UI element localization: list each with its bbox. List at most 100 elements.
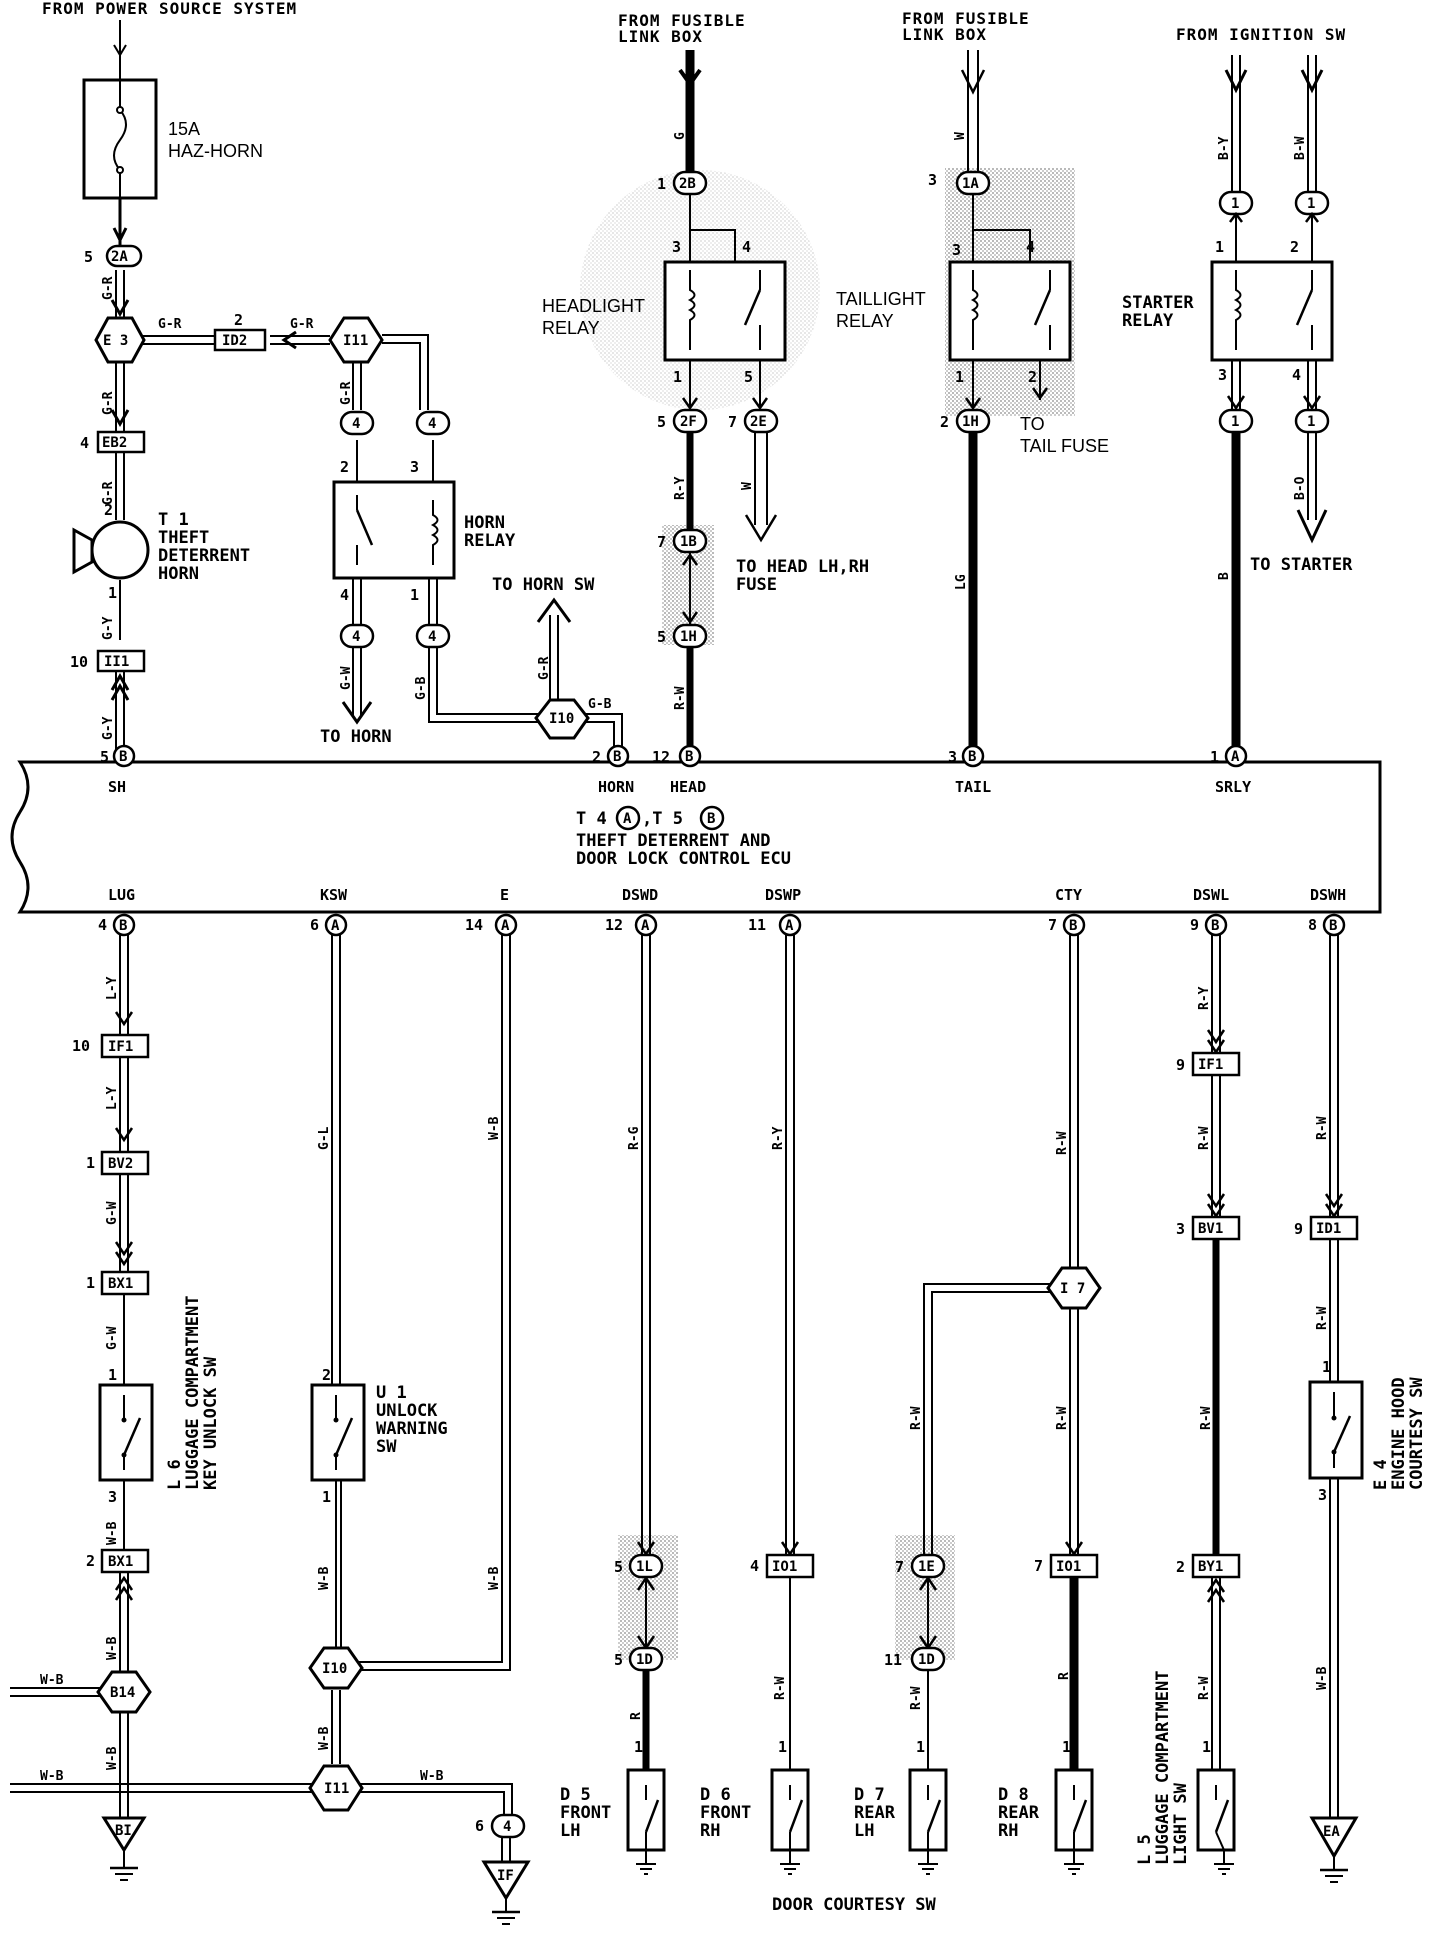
connector-1d-rear [910,1646,946,1672]
ground-if [481,1860,531,1901]
junction-i10-top [534,698,590,740]
svg-text:R-W: R-W [909,1686,924,1710]
svg-text:G-R: G-R [101,481,116,505]
svg-text:3: 3 [108,1488,117,1506]
svg-text:W-B: W-B [105,1746,120,1770]
svg-text:1A: 1A [962,176,979,192]
svg-text:2B: 2B [679,176,696,192]
ecu-name-1: THEFT DETERRENT AND [576,831,770,851]
svg-text:W-B: W-B [487,1566,502,1590]
svg-text:G: G [673,132,688,140]
svg-text:R-W: R-W [673,686,688,710]
horn-icon [72,527,94,575]
svg-text:1: 1 [86,1274,95,1292]
connector-bv1 [1191,1215,1241,1241]
svg-text:B: B [1217,572,1232,580]
svg-text:W-B: W-B [105,1521,120,1545]
svg-text:1: 1 [1062,1738,1071,1756]
svg-text:II1: II1 [104,654,129,670]
arrow-to-horn [341,701,373,725]
svg-text:5: 5 [657,628,666,646]
svg-text:BX1: BX1 [108,1554,133,1570]
fuse-rating: 15A [168,119,200,139]
horn-relay-switch [355,509,374,546]
svg-text:B: B [613,749,621,765]
svg-text:R-W: R-W [909,1406,924,1430]
svg-text:G-B: G-B [414,676,429,700]
svg-text:R-W: R-W [1055,1406,1070,1430]
svg-text:7: 7 [1048,916,1057,934]
svg-text:1: 1 [1307,196,1315,212]
junction-i11-top [328,316,384,364]
connector-id2 [213,328,267,352]
svg-text:2: 2 [940,413,949,431]
svg-text:HEADLIGHT: HEADLIGHT [542,296,645,316]
svg-text:A: A [501,918,510,934]
connector-bx1-top [100,1270,150,1296]
svg-text:R: R [1057,1672,1072,1680]
svg-text:ID2: ID2 [222,333,247,349]
svg-text:4: 4 [503,1819,511,1835]
junction-i7 [1046,1266,1102,1310]
connector-2e [743,408,779,434]
svg-text:1D: 1D [918,1652,935,1668]
svg-text:R-W: R-W [1197,1676,1212,1700]
svg-text:7: 7 [657,533,666,551]
wire-group-ksw [331,935,513,1815]
svg-text:L-Y: L-Y [105,976,120,1000]
svg-text:IO1: IO1 [1056,1559,1081,1575]
svg-text:LUG: LUG [108,886,135,904]
svg-text:D 5: D 5 [560,1785,591,1805]
connector-ii1 [96,649,146,673]
svg-text:W-B: W-B [420,1769,444,1784]
connector-4a [339,410,375,436]
header-fusible-link-1b: LINK BOX [618,27,703,46]
svg-text:4: 4 [352,416,360,432]
svg-text:1H: 1H [680,629,697,645]
svg-text:FRONT: FRONT [560,1803,611,1823]
svg-text:W: W [953,132,968,140]
svg-text:7: 7 [1034,1557,1043,1575]
svg-text:1: 1 [322,1488,331,1506]
svg-text:10: 10 [70,653,88,671]
headlight-relay-coil [687,270,696,350]
svg-text:L-Y: L-Y [105,1086,120,1110]
svg-text:LH: LH [560,1821,580,1841]
label-l5: L 5 LUGGAGE COMPARTMENT LIGHT SW [1135,1671,1191,1865]
svg-text:WARNING: WARNING [376,1419,448,1439]
svg-text:8: 8 [1308,916,1317,934]
svg-text:4: 4 [352,629,360,645]
svg-text:L 6: L 6 [165,1459,185,1490]
svg-text:A: A [785,918,794,934]
connector-1e [910,1553,946,1579]
svg-text:3: 3 [1318,1486,1327,1504]
switch-u1 [310,1383,366,1482]
svg-text:B: B [119,749,127,765]
svg-text:B: B [685,749,693,765]
svg-text:3: 3 [410,458,419,476]
svg-text:SW: SW [376,1437,397,1457]
svg-text:D 6: D 6 [700,1785,731,1805]
svg-text:B-Y: B-Y [1217,136,1232,160]
svg-text:1: 1 [657,175,666,193]
svg-text:4: 4 [742,238,751,256]
svg-text:B-W: B-W [1293,136,1308,160]
svg-text:HORN: HORN [598,778,634,796]
svg-text:THEFT: THEFT [158,528,209,548]
svg-text:REAR: REAR [854,1803,896,1823]
svg-text:W-B: W-B [105,1636,120,1660]
svg-text:3: 3 [948,748,957,766]
svg-text:TO HORN SW: TO HORN SW [492,575,595,595]
svg-text:1: 1 [1322,1358,1331,1376]
svg-text:G-R: G-R [339,381,354,405]
svg-text:E: E [500,886,509,904]
svg-text:A: A [623,811,632,827]
svg-text:G-R: G-R [537,656,552,680]
taillight-relay-switch [1033,289,1052,326]
door-courtesy-label: DOOR COURTESY SW [772,1895,937,1915]
svg-text:4: 4 [428,629,436,645]
svg-text:14: 14 [465,916,483,934]
svg-text:D 7: D 7 [854,1785,885,1805]
svg-text:2: 2 [104,501,113,519]
svg-text:STARTER: STARTER [1122,293,1194,313]
